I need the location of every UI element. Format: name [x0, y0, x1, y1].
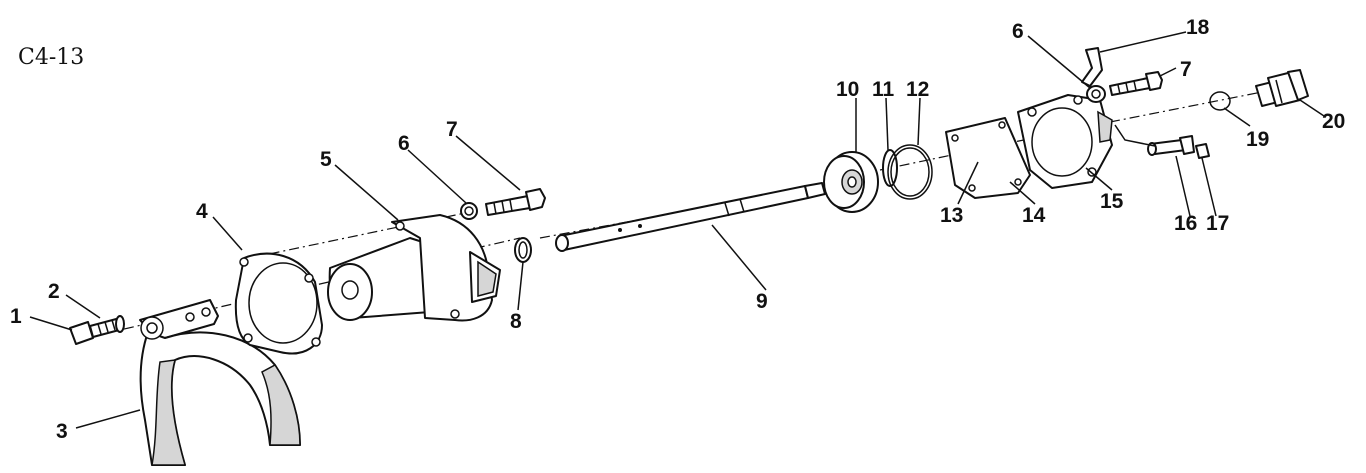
callout-numbers: 1 2 3 4 5 6 7 8 9 10 11 12 13 14 15 16 1… — [10, 16, 1345, 443]
part-18-breather — [1081, 47, 1103, 87]
callout-9: 9 — [756, 290, 768, 313]
callout-3: 3 — [56, 420, 68, 443]
callout-15: 15 — [1100, 190, 1124, 213]
part-20-switch — [1255, 69, 1309, 107]
figure-code: C4-13 — [18, 45, 84, 70]
callout-10: 10 — [836, 78, 859, 101]
part-8-o-ring — [514, 237, 532, 263]
part-7-bolt-right — [1109, 71, 1163, 96]
part-17-plug — [1195, 143, 1210, 159]
part-10-sleeve — [823, 151, 879, 213]
callout-6-right: 6 — [1012, 20, 1024, 43]
callout-14: 14 — [1022, 204, 1046, 227]
part-6-washer-left — [460, 202, 478, 220]
callout-2: 2 — [48, 280, 60, 303]
part-2-washer — [115, 315, 125, 333]
part-14-cover-plate — [945, 117, 1031, 199]
callout-7-left: 7 — [446, 118, 458, 141]
part-15-end-housing — [1017, 94, 1113, 189]
callout-18: 18 — [1186, 16, 1210, 39]
part-16-fitting — [1147, 135, 1195, 156]
part-12-snap-ring — [887, 144, 933, 200]
callout-8: 8 — [510, 310, 522, 333]
callout-12: 12 — [906, 78, 929, 101]
part-9-shift-rod — [555, 182, 826, 252]
part-19-o-ring — [1209, 91, 1231, 111]
part-4-gasket — [234, 252, 323, 355]
leader-lines — [29, 31, 1325, 429]
callout-7-right: 7 — [1180, 58, 1192, 81]
part-5-housing — [327, 214, 501, 322]
part-11-ring — [882, 149, 898, 187]
callout-1: 1 — [10, 305, 22, 328]
callout-17: 17 — [1206, 212, 1229, 235]
callout-13: 13 — [940, 204, 963, 227]
callout-6-left: 6 — [398, 132, 410, 155]
callout-5: 5 — [320, 148, 332, 171]
callout-20: 20 — [1322, 110, 1345, 133]
part-7-bolt-left — [485, 188, 546, 216]
part-3-shift-fork — [139, 299, 301, 466]
callout-4: 4 — [196, 200, 208, 223]
callout-16: 16 — [1174, 212, 1197, 235]
part-6-washer-right — [1086, 85, 1106, 103]
part-1-bolt — [69, 317, 124, 345]
callout-11: 11 — [872, 78, 895, 101]
callout-19: 19 — [1246, 128, 1269, 151]
